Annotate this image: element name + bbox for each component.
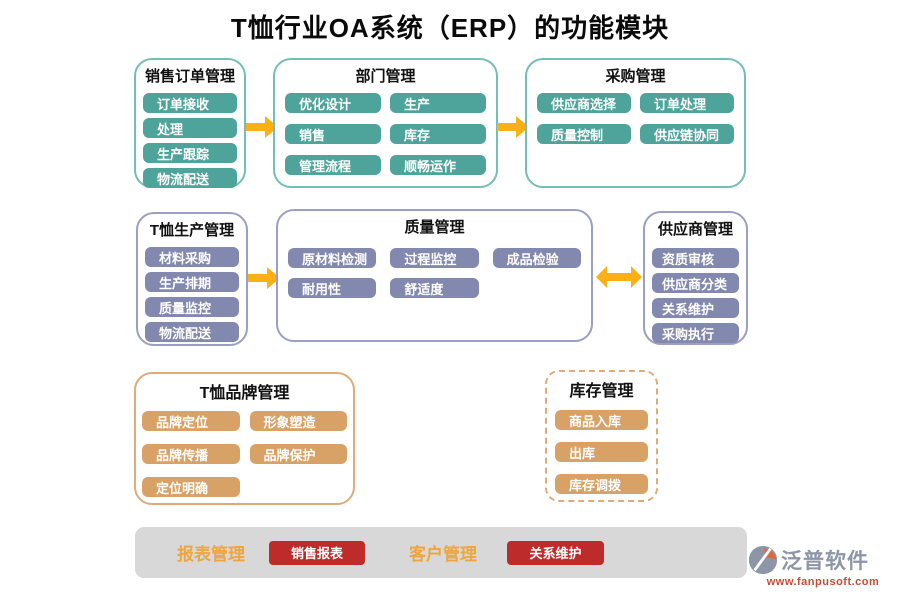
sales-order-item-chip: 处理 <box>143 118 237 138</box>
brand-item-chip: 定位明确 <box>142 477 240 497</box>
brand-item-chip: 形象塑造 <box>249 411 347 431</box>
brand-item-chip: 品牌保护 <box>249 444 347 464</box>
sales-order-item-chip: 生产跟踪 <box>143 143 237 163</box>
fanpu-logo: 泛普软件 www.fanpusoft.com <box>748 544 898 588</box>
department-item-chip: 生产 <box>390 93 486 113</box>
production-item-chip: 生产排期 <box>145 272 239 292</box>
procurement-item-chip: 供应商选择 <box>537 93 631 113</box>
module-title: T恤生产管理 <box>149 222 235 239</box>
supplier-item-chip: 供应商分类 <box>652 273 739 293</box>
module-title: 销售订单管理 <box>144 68 235 85</box>
production-item-chip: 材料采购 <box>145 247 239 267</box>
fanpu-logo-row: 泛普软件 <box>748 544 898 576</box>
supplier-item-chip: 关系维护 <box>652 298 739 318</box>
module-item-list: 订单接收 处理 生产跟踪 物流配送 <box>136 93 244 188</box>
module-item-list: 材料采购 生产排期 质量监控 物流配送 <box>138 247 246 342</box>
quality-item-chip: 舒适度 <box>390 278 479 298</box>
module-item-list: 供应商选择 订单处理 质量控制 供应链协同 <box>527 93 744 144</box>
quality-item-chip: 耐用性 <box>288 278 377 298</box>
sales-order-item-chip: 物流配送 <box>143 168 237 188</box>
inventory-item-chip: 商品入库 <box>555 410 648 430</box>
brand-item-chip: 品牌定位 <box>142 411 240 431</box>
department-item-chip: 管理流程 <box>285 155 381 175</box>
inventory-item-chip: 出库 <box>555 442 648 462</box>
module-item-list: 资质审核 供应商分类 关系维护 采购执行 <box>645 248 746 343</box>
supplier-item-chip: 资质审核 <box>652 248 739 268</box>
module-box-department-management: 部门管理 优化设计 生产 销售 库存 管理流程 顺畅运作 <box>273 58 498 188</box>
module-box-supplier-management: 供应商管理 资质审核 供应商分类 关系维护 采购执行 <box>643 211 748 345</box>
module-box-procurement-management: 采购管理 供应商选择 订单处理 质量控制 供应链协同 <box>525 58 746 188</box>
quality-item-chip: 原材料检测 <box>288 248 377 268</box>
procurement-item-chip: 质量控制 <box>537 124 631 144</box>
module-title: 库存管理 <box>569 383 634 400</box>
production-item-chip: 物流配送 <box>145 322 239 342</box>
logo-brand-name: 泛普软件 <box>781 550 869 573</box>
footer-bar: 报表管理 销售报表 客户管理 关系维护 <box>135 527 747 578</box>
flow-arrow-double-icon <box>596 266 642 288</box>
quality-item-chip: 成品检验 <box>492 248 581 268</box>
module-item-list: 商品入库 出库 库存调拨 <box>547 410 656 494</box>
module-title: 供应商管理 <box>657 221 733 238</box>
department-item-chip: 优化设计 <box>285 93 381 113</box>
department-item-chip: 顺畅运作 <box>390 155 486 175</box>
module-box-tshirt-production-management: T恤生产管理 材料采购 生产排期 质量监控 物流配送 <box>136 212 248 346</box>
page-title: T恤行业OA系统（ERP）的功能模块 <box>230 13 670 43</box>
module-title: 部门管理 <box>355 68 416 85</box>
relationship-maintenance-button: 关系维护 <box>507 540 604 565</box>
quality-item-chip: 过程监控 <box>390 248 479 268</box>
brand-item-chip: 品牌传播 <box>142 444 240 464</box>
flow-arrow-right-icon <box>246 116 278 138</box>
production-item-chip: 质量监控 <box>145 297 239 317</box>
module-item-list: 原材料检测 过程监控 成品检验 耐用性 舒适度 <box>278 248 591 298</box>
module-box-sales-order-management: 销售订单管理 订单接收 处理 生产跟踪 物流配送 <box>134 58 246 188</box>
logo-url: www.fanpusoft.com <box>766 576 880 588</box>
procurement-item-chip: 供应链协同 <box>640 124 734 144</box>
module-title: 采购管理 <box>605 68 666 85</box>
module-item-list: 品牌定位 形象塑造 品牌传播 品牌保护 定位明确 <box>136 411 353 497</box>
sales-order-item-chip: 订单接收 <box>143 93 237 113</box>
module-title: 质量管理 <box>404 219 465 236</box>
department-item-chip: 库存 <box>390 124 486 144</box>
procurement-item-chip: 订单处理 <box>640 93 734 113</box>
supplier-item-chip: 采购执行 <box>652 323 739 343</box>
sales-report-button: 销售报表 <box>269 540 365 565</box>
report-management-label: 报表管理 <box>177 545 245 564</box>
module-box-inventory-management: 库存管理 商品入库 出库 库存调拨 <box>545 370 658 502</box>
module-box-tshirt-brand-management: T恤品牌管理 品牌定位 形象塑造 品牌传播 品牌保护 定位明确 <box>134 372 355 505</box>
module-title: T恤品牌管理 <box>199 385 290 402</box>
flow-arrow-right-icon <box>248 267 280 289</box>
customer-management-label: 客户管理 <box>409 545 477 564</box>
module-box-quality-management: 质量管理 原材料检测 过程监控 成品检验 耐用性 舒适度 <box>276 209 593 342</box>
department-item-chip: 销售 <box>285 124 381 144</box>
flow-arrow-right-icon <box>497 116 529 138</box>
module-item-list: 优化设计 生产 销售 库存 管理流程 顺畅运作 <box>275 93 496 175</box>
inventory-item-chip: 库存调拨 <box>555 474 648 494</box>
fanpu-logo-icon <box>748 544 778 576</box>
